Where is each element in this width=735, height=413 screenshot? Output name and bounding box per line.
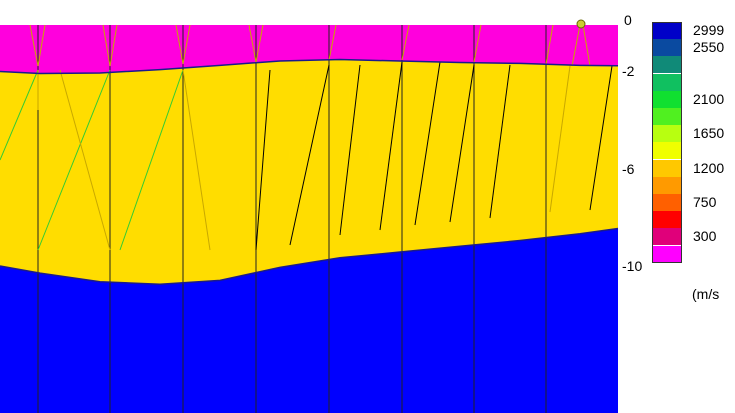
ray-middle-11 — [414, 61, 441, 226]
legend-label: 2999 — [693, 22, 725, 38]
ray-middle-1 — [0, 69, 39, 161]
ray-top-2 — [37, 24, 46, 67]
ray-top-1 — [29, 24, 39, 67]
legend-entry — [652, 176, 735, 195]
depth-tick-label: -10 — [622, 258, 643, 274]
legend-label: 2550 — [693, 39, 725, 56]
interface-2-line — [0, 227, 619, 285]
layer-1-fill — [0, 25, 618, 74]
legend-swatch — [652, 39, 682, 57]
legend-swatch — [652, 194, 682, 211]
legend-label: 300 — [693, 228, 717, 245]
ray-middle-5 — [119, 69, 184, 251]
depth-tick-label: -6 — [622, 161, 635, 177]
legend-entry — [652, 108, 735, 126]
legend-entry — [652, 142, 735, 160]
legend-label: 1200 — [693, 159, 725, 176]
legend-units: (m/s — [692, 286, 720, 302]
depth-tick-label: 0 — [624, 12, 632, 28]
legend-label: 1650 — [693, 125, 725, 142]
ray-middle-10 — [379, 61, 403, 231]
legend-entry: 2999 — [652, 22, 735, 40]
legend-swatch — [652, 228, 682, 246]
ray-middle-7 — [255, 69, 271, 251]
legend-swatch — [652, 90, 682, 108]
legend-swatch — [652, 125, 682, 143]
ray-top-6 — [182, 24, 191, 65]
legend-swatch — [652, 22, 682, 39]
ray-top-13 — [571, 24, 581, 67]
ray-top-5 — [175, 24, 184, 65]
layer-3-fill — [0, 228, 618, 413]
source-marker — [576, 19, 586, 29]
ray-middle-13 — [489, 64, 511, 219]
ray-middle-9 — [339, 64, 361, 236]
ray-middle-4 — [59, 69, 111, 251]
legend-swatch — [652, 245, 682, 263]
ray-top-8 — [255, 24, 264, 63]
ray-middle-3 — [37, 69, 111, 251]
ray-top-4 — [109, 24, 118, 67]
legend-entry: 2100 — [652, 90, 735, 109]
legend-entry — [652, 73, 735, 92]
legend-swatch — [652, 176, 682, 194]
ray-top-11 — [473, 24, 482, 63]
legend-entry: 300 — [652, 228, 735, 246]
legend-swatch — [652, 73, 682, 91]
ray-top-14 — [582, 24, 591, 67]
ray-middle-6 — [182, 69, 211, 251]
legend-entry: 750 — [652, 194, 735, 212]
ray-top-9 — [328, 24, 337, 61]
legend-swatch — [652, 159, 682, 177]
legend-colorbar-frame — [652, 22, 682, 263]
interface-1-line — [0, 58, 619, 75]
ray-top-10 — [401, 24, 410, 61]
legend-swatch — [652, 142, 682, 160]
ray-top-7 — [248, 24, 257, 63]
ray-top-3 — [102, 24, 111, 67]
legend-swatch — [652, 211, 682, 229]
ray-middle-14 — [549, 65, 571, 213]
legend-entry: 1200 — [652, 159, 735, 178]
legend-entry — [652, 245, 735, 264]
legend-swatch — [652, 108, 682, 125]
legend-entry — [652, 211, 735, 229]
ray-top-12 — [545, 24, 554, 65]
legend-entry: 1650 — [652, 125, 735, 143]
layer-2-fill — [0, 59, 618, 285]
legend-entry — [652, 56, 735, 74]
legend-label: 2100 — [693, 90, 725, 107]
legend-label: 750 — [693, 194, 717, 210]
ray-middle-8 — [289, 64, 330, 246]
legend-swatch — [652, 56, 682, 74]
legend-entry: 2550 — [652, 39, 735, 57]
ray-middle-15 — [589, 65, 613, 211]
ray-middle-12 — [449, 64, 475, 223]
depth-tick-label: -2 — [622, 63, 635, 79]
